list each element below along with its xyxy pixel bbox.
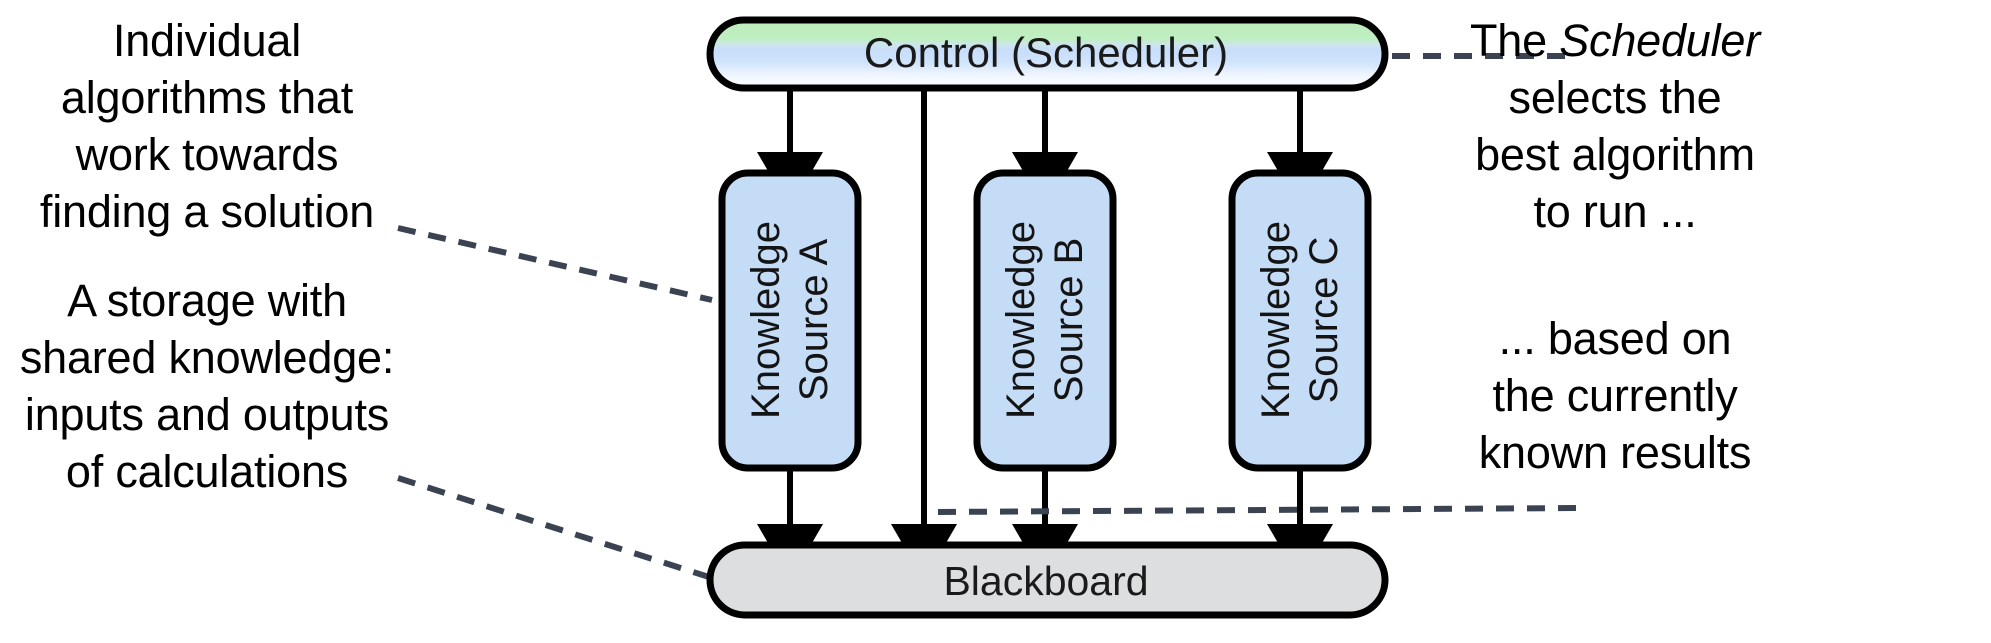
- node-knowledge-source-b[interactable]: [973, 169, 1117, 472]
- callout-connector-storage: [397, 475, 713, 581]
- node-blackboard[interactable]: [706, 541, 1389, 619]
- node-label-knowledge-source-b: Knowledge Source B: [999, 221, 1091, 419]
- callout-text-results: ... based on the currently known results: [1478, 313, 1752, 478]
- node-knowledge-source-a[interactable]: [718, 169, 862, 472]
- callout-connector-results: [937, 505, 1583, 515]
- node-label-knowledge-source-a: Knowledge Source A: [744, 221, 836, 419]
- callout-connector-algorithms: [397, 225, 713, 303]
- callout-text-algorithms: Individual algorithms that work towards …: [39, 15, 375, 237]
- callout-scheduler-suffix: selects the best algorithm to run ...: [1475, 72, 1755, 237]
- callout-scheduler-emphasis: Scheduler: [1559, 15, 1761, 66]
- callout-scheduler-prefix: The: [1469, 15, 1560, 66]
- callout-text-storage: A storage with shared knowledge: inputs …: [19, 275, 395, 497]
- callout-text-scheduler: The Scheduler selects the best algorithm…: [1245, 12, 1985, 240]
- node-control[interactable]: [706, 16, 1389, 92]
- node-knowledge-source-c[interactable]: [1228, 169, 1372, 472]
